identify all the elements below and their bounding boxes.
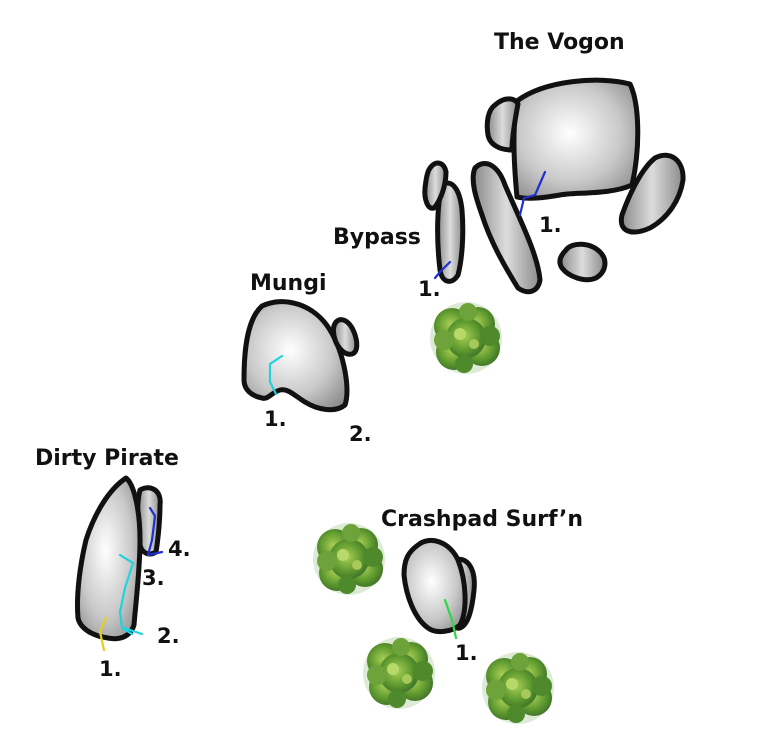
crashpad-route-1	[443, 598, 458, 640]
boulder-label-mungi: Mungi	[250, 271, 327, 296]
mungi-boulder	[241, 299, 350, 413]
dirty-pirate-route-2	[122, 626, 144, 636]
vogon-route-1	[518, 170, 547, 217]
tree-icon	[313, 523, 385, 595]
mungi-small-boulder	[330, 317, 360, 357]
crashpad-boulder-group	[401, 538, 477, 640]
vogon-boulder-group	[422, 77, 686, 295]
vogon-route-number-1: 1.	[539, 213, 562, 237]
vogon-boulder-back	[484, 96, 521, 153]
mungi-route-number-2: 2.	[349, 422, 372, 446]
dirty-pirate-boulder	[75, 475, 143, 642]
dirty-pirate-route-4	[146, 506, 164, 557]
boulder-label-dirty-pirate: Dirty Pirate	[35, 446, 179, 471]
bypass-boulder-small	[422, 160, 449, 211]
boulder-label-the-vogon: The Vogon	[494, 30, 625, 55]
vogon-right-boulder	[618, 152, 686, 235]
mungi-route-1	[268, 354, 284, 396]
tree-icon	[363, 637, 435, 709]
bypass-route-1	[433, 260, 452, 280]
dirty-pirate-route-number-3: 3.	[142, 566, 165, 590]
dirty-pirate-boulder-group	[75, 475, 164, 652]
tree-icon	[430, 302, 502, 374]
dirty-pirate-route-number-1: 1.	[99, 657, 122, 681]
boulder-label-crashpad-surfn: Crashpad Surf’n	[381, 507, 583, 532]
tree-icon	[482, 652, 554, 724]
mungi-route-number-1: 1.	[264, 407, 287, 431]
bypass-boulder	[435, 180, 466, 284]
dirty-pirate-route-number-4: 4.	[168, 537, 191, 561]
bypass-route-number-1: 1.	[418, 277, 441, 301]
dirty-pirate-route-number-2: 2.	[157, 624, 180, 648]
crashpad-route-number-1: 1.	[455, 641, 478, 665]
dirty-pirate-route-1	[98, 616, 108, 652]
mungi-boulder-group	[241, 299, 360, 413]
vogon-slab	[470, 161, 543, 295]
vogon-small-boulder	[557, 241, 608, 283]
crashpad-boulder	[401, 538, 468, 635]
vogon-boulder	[511, 77, 641, 201]
boulder-label-bypass: Bypass	[333, 225, 421, 250]
